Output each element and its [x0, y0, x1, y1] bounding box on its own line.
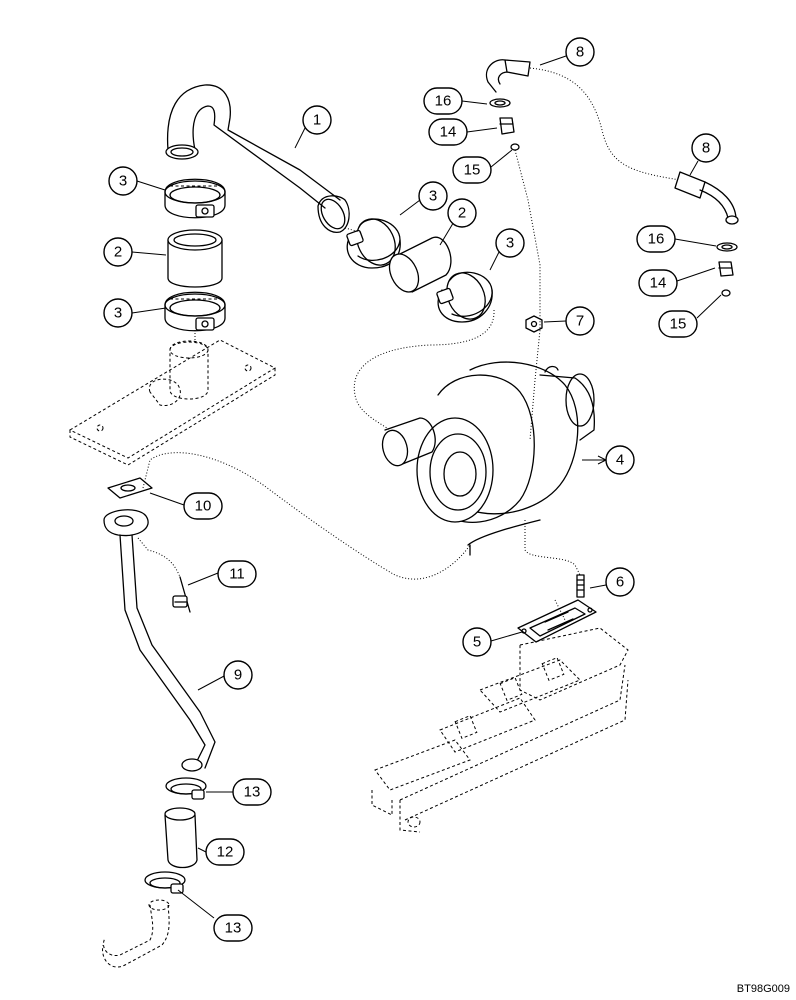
callout-label: 7	[576, 313, 584, 330]
callout-label: 13	[225, 920, 242, 937]
intake-manifold-plate	[68, 339, 277, 466]
callout-13-upper: 13	[232, 778, 272, 806]
exhaust-manifold	[371, 627, 629, 833]
callout-label: 3	[114, 305, 122, 322]
callout-label: 1	[313, 112, 321, 129]
hose-clamp-middle-lower	[436, 271, 493, 323]
callout-15-upper: 15	[452, 156, 492, 184]
coupling-left	[167, 229, 223, 288]
drain-clamp-lower	[144, 871, 186, 894]
callout-5: 5	[462, 627, 492, 657]
callout-15-right: 15	[658, 310, 698, 338]
callout-label: 3	[119, 173, 127, 190]
callout-label: 5	[473, 634, 481, 651]
callout-3-middle-upper: 3	[418, 181, 448, 211]
callout-label: 3	[429, 188, 437, 205]
callout-16-upper: 16	[423, 87, 463, 115]
oil-supply-line	[485, 59, 739, 225]
callout-label: 2	[114, 244, 122, 261]
oil-drain-gaskets	[103, 477, 153, 537]
callout-8-upper: 8	[565, 37, 595, 67]
callout-14-right: 14	[638, 269, 678, 297]
turbo-gasket	[517, 599, 597, 643]
callout-3-upper-left: 3	[108, 166, 138, 196]
assembly-path-drain	[142, 452, 471, 580]
assembly-path-manifold	[524, 520, 581, 576]
callout-10: 10	[183, 492, 223, 520]
assembly-path-hose-turbo	[353, 309, 495, 431]
coupling-middle	[388, 236, 452, 293]
callout-1: 1	[302, 105, 332, 135]
callout-label: 15	[670, 316, 687, 333]
lock-nut	[525, 315, 543, 333]
callout-label: 9	[234, 667, 242, 684]
hose-clamp-middle-upper	[346, 218, 401, 269]
callout-2-middle: 2	[447, 198, 477, 228]
assembly-path-gasket	[554, 599, 566, 621]
engine-drain-return	[102, 899, 170, 968]
callout-13-lower: 13	[213, 914, 253, 942]
callout-label: 13	[244, 784, 261, 801]
intake-hose	[165, 84, 350, 233]
leader-lines	[131, 55, 722, 919]
callout-label: 11	[229, 566, 245, 583]
callout-14-upper: 14	[428, 118, 468, 146]
callout-label: 16	[648, 231, 665, 248]
callout-3-middle-lower: 3	[495, 228, 525, 258]
callout-label: 14	[440, 124, 457, 141]
callout-label: 15	[464, 162, 481, 179]
callout-label: 16	[435, 93, 452, 110]
assembly-path-intake	[344, 227, 361, 233]
figure-code: BT98G009	[737, 983, 790, 995]
assembly-path-bolt	[137, 537, 181, 578]
callout-label: 8	[702, 140, 710, 157]
callout-label: 4	[616, 452, 624, 469]
oil-drain-tube	[119, 534, 216, 772]
drain-clamp-upper	[165, 777, 207, 800]
callout-label: 6	[616, 574, 624, 591]
callout-8-right: 8	[691, 133, 721, 163]
callout-label: 14	[650, 275, 667, 292]
oil-drain-bolt	[172, 576, 191, 613]
callout-label: 3	[506, 235, 514, 252]
callout-2-left: 2	[103, 237, 133, 267]
callout-label: 8	[576, 44, 584, 61]
callout-label: 12	[217, 844, 234, 861]
callout-9: 9	[223, 660, 253, 690]
drain-hose	[164, 807, 198, 869]
turbocharger	[381, 361, 596, 556]
callout-label: 10	[195, 498, 212, 515]
callout-6: 6	[605, 567, 635, 597]
callout-3-lower-left: 3	[103, 298, 133, 328]
callout-label: 2	[458, 205, 466, 222]
oil-line-to-turbo	[514, 149, 541, 441]
callout-11: 11	[217, 560, 257, 588]
fitting-right	[716, 242, 738, 297]
hose-clamp-upper-left	[164, 178, 226, 219]
fitting-upper	[489, 98, 520, 151]
callout-7: 7	[565, 306, 595, 336]
mounting-stud	[576, 574, 585, 598]
callout-16-right: 16	[636, 225, 676, 253]
hose-clamp-lower-left	[164, 291, 226, 332]
callout-4: 4	[605, 445, 635, 475]
callout-12: 12	[205, 838, 245, 866]
